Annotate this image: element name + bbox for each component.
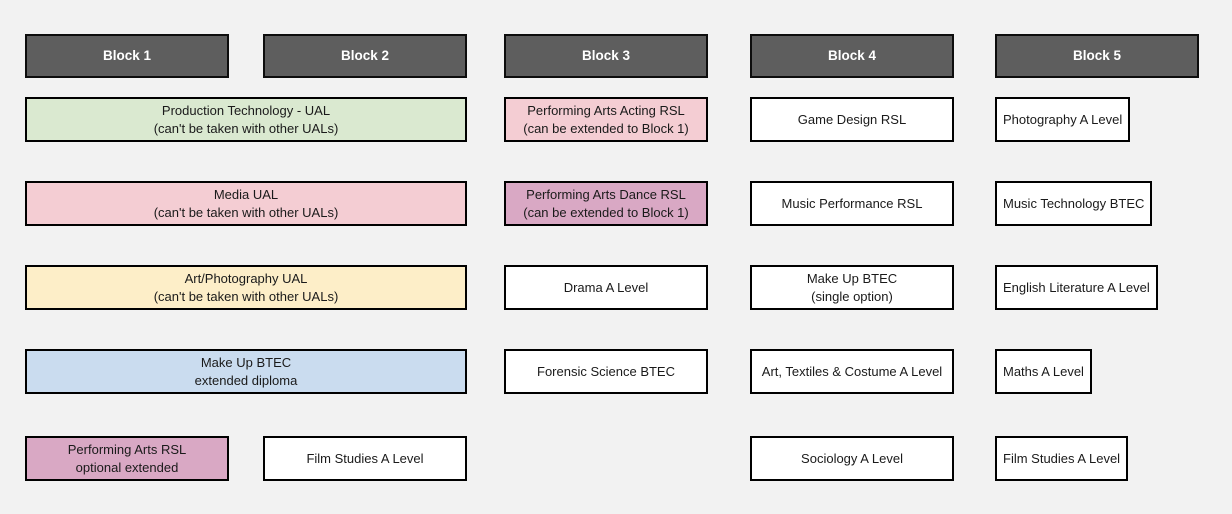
course-cell: English Literature A Level: [995, 265, 1158, 310]
course-cell: Performing Arts RSL optional extended: [25, 436, 229, 481]
course-cell: Forensic Science BTEC: [504, 349, 708, 394]
course-cell: Make Up BTEC (single option): [750, 265, 954, 310]
course-cell: Photography A Level: [995, 97, 1131, 142]
course-cell: Sociology A Level: [750, 436, 954, 481]
course-cell: Music Performance RSL: [750, 181, 954, 226]
block-header-5: Block 5: [995, 34, 1199, 78]
block-header-2: Block 2: [263, 34, 467, 78]
course-cell: Media UAL (can't be taken with other UAL…: [25, 181, 467, 226]
block-header-3: Block 3: [504, 34, 708, 78]
course-cell: Production Technology - UAL (can't be ta…: [25, 97, 467, 142]
block-header-1: Block 1: [25, 34, 229, 78]
course-cell: Performing Arts Dance RSL (can be extend…: [504, 181, 708, 226]
course-cell: Maths A Level: [995, 349, 1092, 394]
block-header-4: Block 4: [750, 34, 954, 78]
course-cell: Make Up BTEC extended diploma: [25, 349, 467, 394]
course-cell: Film Studies A Level: [995, 436, 1129, 481]
course-cell: Music Technology BTEC: [995, 181, 1153, 226]
course-cell: Art/Photography UAL (can't be taken with…: [25, 265, 467, 310]
course-cell: Art, Textiles & Costume A Level: [750, 349, 954, 394]
course-cell: Performing Arts Acting RSL (can be exten…: [504, 97, 708, 142]
course-cell: Game Design RSL: [750, 97, 954, 142]
course-cell: Drama A Level: [504, 265, 708, 310]
course-cell: Film Studies A Level: [263, 436, 467, 481]
